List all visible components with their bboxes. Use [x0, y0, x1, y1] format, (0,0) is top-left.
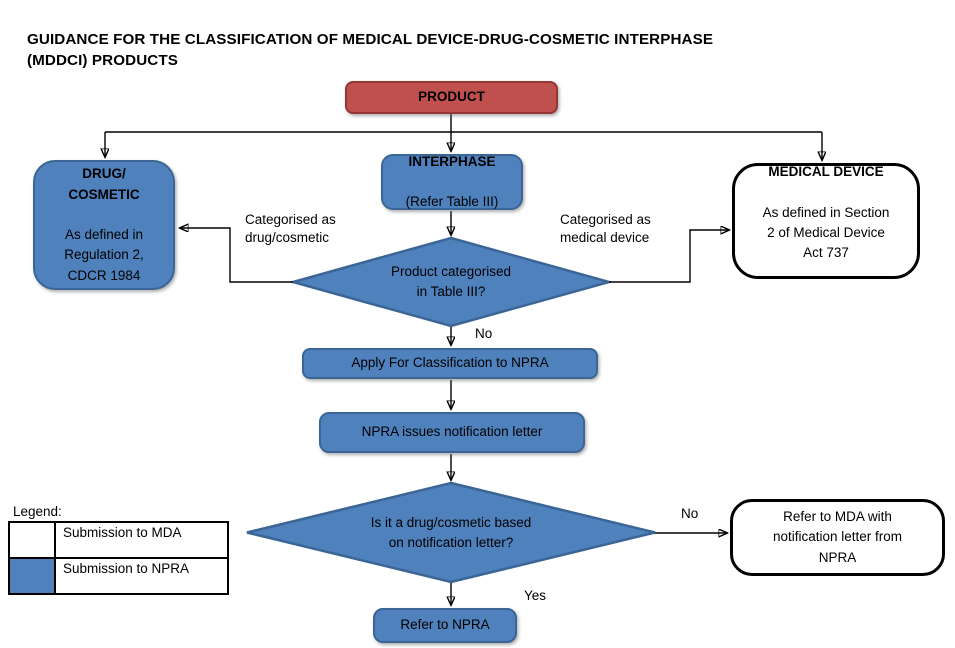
node-product-label: PRODUCT: [418, 89, 485, 105]
legend-row-mda: Submission to MDA: [10, 523, 227, 557]
edge-label-yes-letter: Yes: [524, 588, 547, 603]
legend-table: Submission to MDA Submission to NPRA: [8, 521, 229, 595]
node-drug-cosmetic-text: DRUG/ COSMETIC As defined in Regulation …: [64, 144, 144, 306]
page-title: GUIDANCE FOR THE CLASSIFICATION OF MEDIC…: [27, 31, 714, 69]
connector-decision-to-medical-device: [609, 230, 729, 283]
connector-decision-to-drug-cosmetic: [180, 228, 293, 283]
legend-swatch-mda: [10, 523, 56, 557]
node-apply-classification-label: Apply For Classification to NPRA: [351, 355, 549, 371]
node-medical-device-text: MEDICAL DEVICE As defined in Section 2 o…: [763, 142, 890, 284]
node-medical-device-body: As defined in Section 2 of Medical Devic…: [762, 204, 890, 261]
node-drug-cosmetic: DRUG/ COSMETIC As defined in Regulation …: [33, 160, 175, 290]
node-refer-mda: Refer to MDA with notification letter fr…: [730, 499, 945, 576]
node-interphase-body: (Refer Table III): [405, 194, 499, 210]
legend-swatch-npra: [10, 559, 56, 593]
node-interphase: INTERPHASE (Refer Table III): [381, 154, 523, 210]
decision-table3-diamond: [288, 236, 614, 328]
node-drug-cosmetic-body: As defined in Regulation 2, CDCR 1984: [64, 227, 144, 283]
legend-title: Legend:: [13, 504, 62, 519]
node-product: PRODUCT: [345, 81, 558, 114]
node-apply-classification: Apply For Classification to NPRA: [302, 348, 598, 379]
node-medical-device-title: MEDICAL DEVICE: [768, 164, 884, 180]
node-npra-letter-label: NPRA issues notification letter: [361, 424, 543, 440]
decision-letter-diamond: [246, 481, 656, 584]
legend-label-npra: Submission to NPRA: [63, 561, 190, 576]
node-refer-mda-label: Refer to MDA with notification letter fr…: [772, 509, 903, 565]
node-medical-device: MEDICAL DEVICE As defined in Section 2 o…: [732, 163, 920, 279]
node-interphase-text: INTERPHASE (Refer Table III): [406, 131, 499, 232]
node-refer-npra: Refer to NPRA: [373, 608, 517, 643]
decision-table3-label: Product categorised in Table III?: [390, 264, 512, 299]
node-drug-cosmetic-title: DRUG/ COSMETIC: [68, 166, 140, 202]
edge-label-categorised-drug: Categorised as drug/cosmetic: [245, 212, 336, 246]
edge-label-no-table3: No: [475, 326, 493, 341]
decision-letter-label: Is it a drug/cosmetic based on notificat…: [370, 514, 532, 550]
node-interphase-title: INTERPHASE: [408, 153, 496, 169]
legend-label-mda: Submission to MDA: [63, 525, 182, 540]
edge-label-no-letter: No: [681, 506, 699, 521]
node-npra-letter: NPRA issues notification letter: [319, 412, 585, 453]
node-refer-npra-label: Refer to NPRA: [400, 617, 490, 633]
legend-row-npra: Submission to NPRA: [10, 557, 227, 593]
edge-label-categorised-device: Categorised as medical device: [560, 212, 651, 246]
